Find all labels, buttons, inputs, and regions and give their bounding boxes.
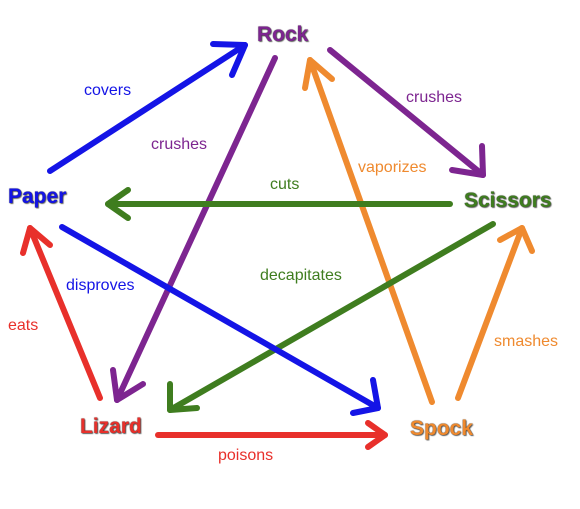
node-lizard: Lizard bbox=[80, 415, 142, 438]
label-covers: covers bbox=[84, 82, 132, 99]
arrow-lizard-eats-paper bbox=[20, 225, 103, 401]
label-vaporizes: vaporizes bbox=[358, 159, 427, 176]
label-rock-crushes-scissors: crushes bbox=[406, 89, 463, 106]
node-spock: Spock bbox=[410, 417, 474, 440]
arrow-scissors-decapitates-lizard bbox=[167, 221, 496, 413]
label-rock-crushes-lizard: crushes bbox=[151, 136, 208, 153]
label-eats: eats bbox=[8, 317, 39, 334]
arrow-spock-vaporizes-rock bbox=[302, 57, 435, 405]
label-decapitates: decapitates bbox=[260, 267, 342, 284]
label-disproves: disproves bbox=[66, 277, 135, 294]
arrow-rock-crushes-scissors bbox=[327, 47, 486, 178]
arrow-rock-crushes-lizard bbox=[110, 55, 278, 403]
arrow-spock-smashes-scissors bbox=[455, 225, 535, 401]
label-cuts: cuts bbox=[270, 176, 300, 193]
arrow-lizard-poisons-spock bbox=[155, 420, 388, 450]
arrow-scissors-cuts-paper bbox=[105, 187, 453, 221]
arrow-paper-disproves-spock bbox=[59, 224, 381, 416]
node-rock: Rock bbox=[257, 23, 309, 46]
node-scissors: Scissors bbox=[464, 189, 552, 212]
label-poisons: poisons bbox=[218, 447, 274, 464]
node-paper: Paper bbox=[8, 185, 67, 208]
label-smashes: smashes bbox=[494, 333, 559, 350]
arrow-paper-covers-rock bbox=[47, 41, 248, 174]
